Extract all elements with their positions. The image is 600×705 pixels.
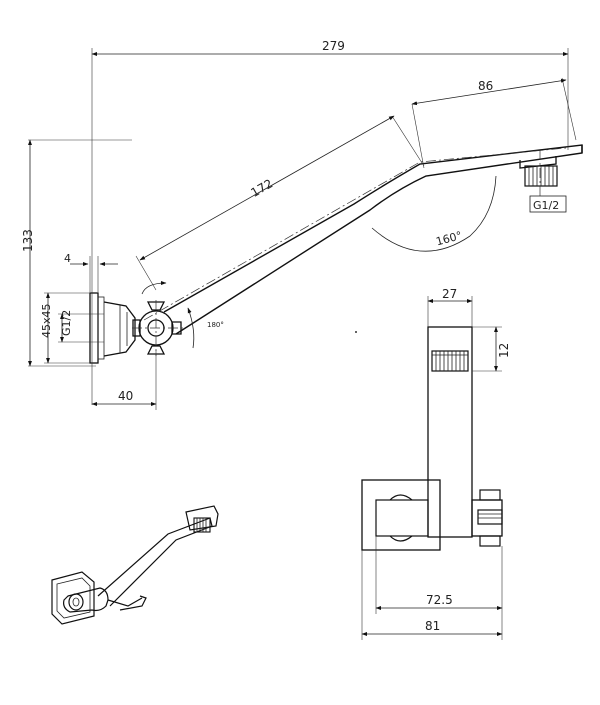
label-side-total: 81 xyxy=(425,619,440,633)
label-offset: 40 xyxy=(118,389,133,403)
label-swivel: 180° xyxy=(207,321,224,329)
dim-plate-thickness: 4 xyxy=(64,252,118,292)
wall-plate-inner xyxy=(97,296,105,360)
dim-height: 133 xyxy=(21,139,132,367)
shower-arm xyxy=(163,144,583,335)
label-plate-size: 45x45 xyxy=(40,303,53,338)
dim-head-length: 86 xyxy=(411,77,577,169)
swivel-connector xyxy=(103,301,136,357)
wall-plate xyxy=(89,292,99,364)
dim-arm-length: 172 xyxy=(135,115,425,291)
angle-arc xyxy=(371,175,497,252)
label-side-depth: 72.5 xyxy=(426,593,453,607)
dim-side-total: 81 xyxy=(361,550,503,640)
head-thread-callout: G1/2 xyxy=(529,195,567,213)
label-head-thickness: 12 xyxy=(497,343,511,358)
label-arm-length: 172 xyxy=(248,176,275,200)
isometric-view xyxy=(51,505,219,625)
label-bend-angle: 160° xyxy=(435,229,464,248)
main-view xyxy=(89,144,583,364)
label-overall-length: 279 xyxy=(322,39,345,53)
label-plate-thickness: 4 xyxy=(64,252,71,265)
label-head-width: 27 xyxy=(442,287,457,301)
label-head-length: 86 xyxy=(478,79,493,93)
dim-side-depth: 72.5 xyxy=(375,536,503,640)
front-view xyxy=(361,326,503,551)
label-height: 133 xyxy=(21,229,35,252)
dim-plate-size: 45x45 G1/2 xyxy=(40,292,104,364)
dim-overall-length: 279 xyxy=(91,39,569,405)
dim-offset: 40 xyxy=(91,350,157,410)
dim-head-width: 27 xyxy=(427,287,473,327)
label-wall-thread: G1/2 xyxy=(60,310,73,336)
label-head-thread: G1/2 xyxy=(533,199,559,212)
head-thread xyxy=(524,165,558,187)
dim-head-thickness: 12 xyxy=(472,326,511,372)
